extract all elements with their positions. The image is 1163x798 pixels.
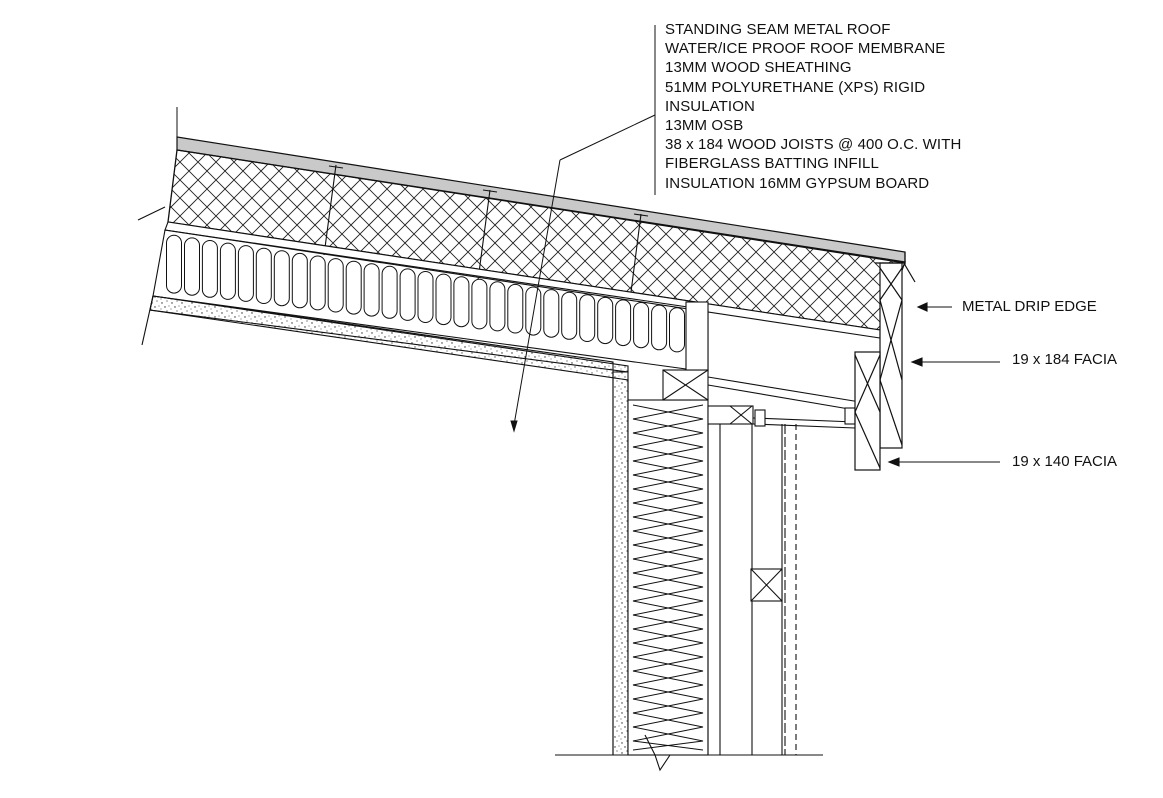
batt-loop bbox=[201, 240, 218, 298]
wall-batt-zigzag bbox=[632, 404, 704, 751]
note-leader bbox=[510, 25, 656, 433]
batt-loop bbox=[471, 278, 488, 330]
note-line: INSULATION bbox=[665, 97, 755, 115]
batt-loop bbox=[273, 250, 290, 307]
batt-loop bbox=[219, 242, 236, 300]
fiberglass-batting-infill bbox=[152, 229, 709, 373]
break-lines bbox=[137, 206, 823, 772]
gypsum-board bbox=[149, 295, 629, 756]
facia-19x184 bbox=[879, 262, 903, 449]
note-line: 13MM WOOD SHEATHING bbox=[665, 59, 852, 77]
batt-loop bbox=[255, 247, 272, 304]
batt-loop bbox=[597, 296, 614, 345]
top-plate-blocking bbox=[662, 301, 709, 401]
note-line: 13MM OSB bbox=[665, 117, 744, 135]
batt-loop bbox=[633, 302, 650, 349]
batt-loop bbox=[669, 307, 685, 353]
exterior-wall-cladding bbox=[707, 424, 797, 755]
batt-loop bbox=[381, 265, 398, 319]
note-line: 51MM POLYURETHANE (XPS) RIGID bbox=[665, 78, 926, 96]
ledger-blocking bbox=[707, 405, 856, 429]
batt-loop bbox=[237, 245, 254, 302]
batt-loop bbox=[184, 237, 200, 296]
batt-loop bbox=[345, 260, 362, 315]
batt-loop bbox=[363, 263, 380, 317]
batt-loop bbox=[561, 291, 578, 340]
batt-loop bbox=[651, 304, 668, 351]
soffit bbox=[707, 376, 861, 411]
note-line: WATER/ICE PROOF ROOF MEMBRANE bbox=[665, 40, 946, 58]
note-line: FIBERGLASS BATTING INFILL bbox=[665, 155, 879, 173]
batt-loop bbox=[507, 283, 524, 334]
batt-loop bbox=[435, 273, 452, 326]
batt-loop bbox=[417, 271, 434, 323]
metal-drip-edge bbox=[875, 252, 916, 283]
batt-loop bbox=[166, 234, 182, 294]
batt-loop bbox=[327, 258, 344, 313]
batt-loop bbox=[453, 276, 470, 328]
batt-loop bbox=[543, 289, 560, 338]
callout-facia-184: 19 x 184 FACIA bbox=[1012, 351, 1118, 368]
callout-arrows bbox=[887, 302, 1000, 467]
batt-loop bbox=[489, 281, 506, 332]
roof-assembly-note: STANDING SEAM METAL ROOF WATER/ICE PROOF… bbox=[665, 20, 961, 193]
batt-loop bbox=[309, 255, 326, 311]
note-line: 38 x 184 WOOD JOISTS @ 400 O.C. WITH bbox=[665, 136, 962, 154]
batt-loop bbox=[579, 294, 596, 342]
batt-loop bbox=[615, 299, 632, 347]
facia-19x140 bbox=[854, 351, 881, 471]
note-line: INSULATION 16MM GYPSUM BOARD bbox=[665, 174, 930, 192]
batt-loop bbox=[399, 268, 416, 321]
batt-loop bbox=[291, 252, 308, 309]
note-line: STANDING SEAM METAL ROOF bbox=[665, 21, 891, 38]
wall-batt-insulation bbox=[627, 399, 709, 756]
callout-facia-140: 19 x 140 FACIA bbox=[1012, 453, 1118, 470]
callout-metal-drip-edge: METAL DRIP EDGE bbox=[962, 298, 1097, 315]
